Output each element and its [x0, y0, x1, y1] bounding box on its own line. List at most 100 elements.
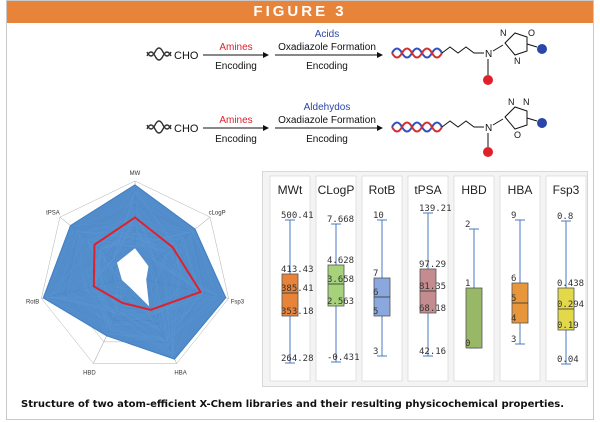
boxplot-chart: MWt500.41413.43385.41353.18264.28CLogP7.… — [269, 175, 587, 382]
dna-duplex-icon — [391, 47, 443, 59]
boxplot-value-label: 5 — [511, 294, 516, 304]
boxplot-value-label: 5 — [373, 307, 378, 317]
radar-compound-trace — [60, 186, 199, 328]
svg-text:N: N — [508, 97, 515, 107]
bond — [492, 44, 504, 52]
radar-axis-label: RotB — [26, 299, 39, 305]
boxplot-box — [465, 287, 483, 349]
radar-axis-label: MW — [130, 171, 141, 177]
step2-encoding-label: Encoding — [306, 134, 348, 145]
start-aldehyde-label: CHO — [174, 123, 199, 135]
step1-reagent-label: Amines — [219, 115, 252, 126]
boxplot-value-label: 1 — [465, 279, 470, 289]
svg-text:O: O — [514, 130, 521, 140]
svg-text:N: N — [523, 97, 530, 107]
dna-strand-icon — [146, 120, 172, 130]
bond — [526, 43, 538, 48]
radar-compound-trace — [78, 231, 184, 355]
boxplot-value-label: 7 — [373, 269, 378, 279]
aldehyde-substituent-dot — [537, 118, 547, 128]
arrow-head — [263, 52, 269, 58]
boxplot-value-label: 413.43 — [281, 265, 314, 275]
radar-compound-trace — [77, 231, 202, 342]
boxplot-value-label: 353.18 — [281, 307, 314, 317]
step1-encoding-label: Encoding — [215, 134, 257, 145]
radar-property-envelope — [92, 216, 203, 311]
boxplot-value-label: 10 — [373, 211, 384, 221]
radar-axis-label: cLogP — [209, 211, 226, 217]
boxplot-value-label: 0.294 — [557, 300, 584, 310]
dna-duplex-icon — [391, 121, 443, 133]
boxplot-value-label: 0 — [465, 339, 470, 349]
boxplot-value-label: 500.41 — [281, 211, 314, 221]
boxplot-value-label: 0.04 — [557, 355, 579, 365]
step2-encoding-label: Encoding — [306, 61, 348, 72]
scheme-row-1: CHO Amines Encoding Acids Oxadiazole For… — [146, 28, 547, 85]
radar-inner-hole — [116, 248, 150, 307]
radar-compound-trace — [109, 236, 180, 354]
amine-substituent-dot — [483, 75, 493, 85]
radar-compound-trace — [87, 189, 226, 341]
bond — [492, 118, 504, 126]
radar-compound-trace — [95, 210, 203, 358]
nitrogen-label: N — [485, 123, 492, 134]
reaction-scheme: CHO Amines Encoding Acids Oxadiazole For… — [146, 28, 547, 157]
boxplot-value-label: 42.16 — [419, 347, 446, 357]
dna-strand-icon — [146, 124, 172, 134]
boxplot-header: MWt — [278, 183, 303, 197]
arrow-head — [263, 125, 269, 131]
boxplot-value-label: 2 — [465, 220, 470, 230]
boxplot-value-label: -0.431 — [327, 353, 360, 363]
nitrogen-label: N — [485, 49, 492, 60]
radar-axis-label: HBD — [83, 371, 96, 377]
step2-reaction-label: Oxadiazole Formation — [278, 42, 376, 53]
radar-grid-ring — [41, 180, 229, 364]
radar-compound-trace — [102, 225, 217, 311]
bond — [526, 117, 538, 122]
step1-reagent-label: Amines — [219, 42, 252, 53]
step1-encoding-label: Encoding — [215, 61, 257, 72]
start-aldehyde-label: CHO — [174, 50, 199, 62]
figure-caption: Structure of two atom-efficient X-Chem l… — [21, 399, 565, 410]
scheme-row-2: CHO Amines Encoding Aldehydos Oxadiazole… — [146, 97, 547, 157]
radar-compound-trace — [87, 230, 168, 346]
step2-reagent-label: Aldehydos — [304, 102, 351, 113]
radar-compound-trace — [89, 200, 191, 355]
radar-axis-label: HBA — [174, 371, 186, 377]
linker-bond — [441, 46, 484, 54]
boxplot-value-label: 68.18 — [419, 304, 446, 314]
boxplot-value-label: 97.29 — [419, 260, 446, 270]
boxplot-value-label: 0.8 — [557, 212, 573, 222]
boxplot-header: RotB — [369, 183, 396, 197]
radar-compound-trace — [56, 231, 153, 314]
boxplot-value-label: 6 — [511, 274, 516, 284]
radar-axis-label: tPSA — [46, 211, 60, 217]
radar-compound-trace — [66, 218, 217, 329]
oxadiazole-ring: N N O — [504, 97, 530, 140]
boxplot-value-label: 2.563 — [327, 297, 354, 307]
amine-substituent-dot — [483, 147, 493, 157]
boxplot-value-label: 7.668 — [327, 215, 354, 225]
boxplot-value-label: 6 — [373, 288, 378, 298]
boxplot-value-label: 3 — [511, 335, 516, 345]
radar-compound-trace — [89, 191, 193, 357]
oxadiazole-ring: N O N — [500, 28, 535, 66]
dna-strand-icon — [146, 51, 172, 61]
boxplot-value-label: 4.628 — [327, 256, 354, 266]
figure-frame: FIGURE 3 CHO Amines Encoding Acids Oxadi… — [6, 0, 594, 420]
boxplot-box — [281, 273, 299, 317]
svg-text:O: O — [528, 28, 535, 38]
boxplot-value-label: 264.28 — [281, 354, 314, 364]
boxplot-header: HBD — [461, 183, 487, 197]
boxplot-header: tPSA — [414, 183, 441, 197]
acid-substituent-dot — [537, 44, 547, 54]
radar-compound-trace — [76, 225, 182, 336]
boxplot-value-label: 3 — [373, 347, 378, 357]
boxplot-header: Fsp3 — [553, 183, 580, 197]
radar-compound-trace — [91, 223, 168, 346]
radar-compound-trace — [100, 210, 171, 349]
boxplot-value-label: 3.658 — [327, 275, 354, 285]
step2-reagent-label: Acids — [315, 29, 339, 40]
